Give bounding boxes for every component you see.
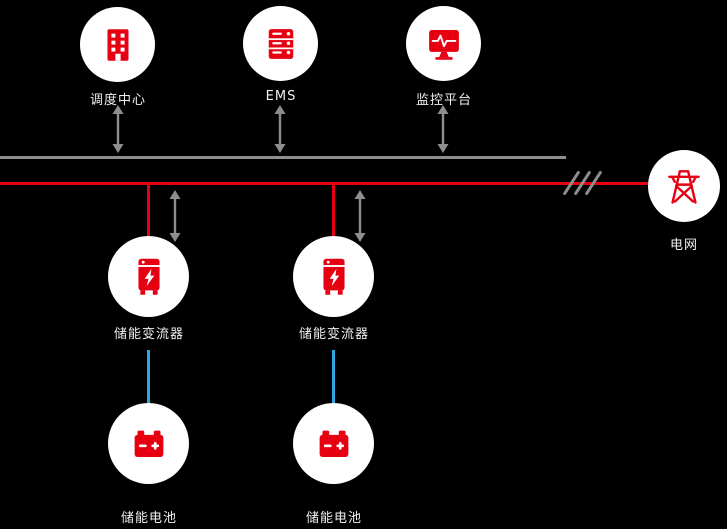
monitor-waveform-icon	[428, 29, 459, 60]
label-battery-left: 储能电池	[120, 511, 178, 526]
converter-icon	[137, 258, 160, 295]
node-battery-left	[108, 403, 189, 484]
dc-line-right	[332, 350, 335, 403]
battery-icon	[134, 430, 163, 457]
node-battery-right	[293, 403, 374, 484]
converter-icon	[322, 258, 345, 295]
dc-line-left	[147, 350, 150, 403]
label-converter-right: 储能变流器	[298, 327, 370, 342]
building-icon	[107, 28, 128, 61]
double-arrow-ems	[274, 105, 286, 153]
label-power-grid: 电网	[669, 238, 699, 253]
double-arrow-converter-right	[354, 190, 366, 242]
power-bus-line	[0, 182, 650, 185]
comm-bus-line	[0, 156, 566, 159]
label-converter-left: 储能变流器	[113, 327, 185, 342]
label-dispatch-center: 调度中心	[89, 93, 147, 108]
label-battery-right: 储能电池	[305, 511, 363, 526]
power-drop-line-right	[332, 183, 335, 237]
double-arrow-dispatch	[112, 105, 124, 153]
power-drop-line-left	[147, 183, 150, 237]
node-dispatch-center	[80, 7, 155, 82]
server-rack-icon	[268, 28, 293, 59]
node-converter-left	[108, 236, 189, 317]
battery-icon	[319, 430, 348, 457]
double-arrow-monitor	[437, 105, 449, 153]
label-monitoring-platform: 监控平台	[415, 93, 473, 108]
node-monitoring-platform	[406, 6, 481, 81]
node-ems	[243, 6, 318, 81]
node-converter-right	[293, 236, 374, 317]
label-ems: EMS	[265, 89, 297, 104]
transmission-tower-icon	[668, 170, 700, 204]
node-power-grid	[648, 150, 720, 222]
double-arrow-converter-left	[169, 190, 181, 242]
